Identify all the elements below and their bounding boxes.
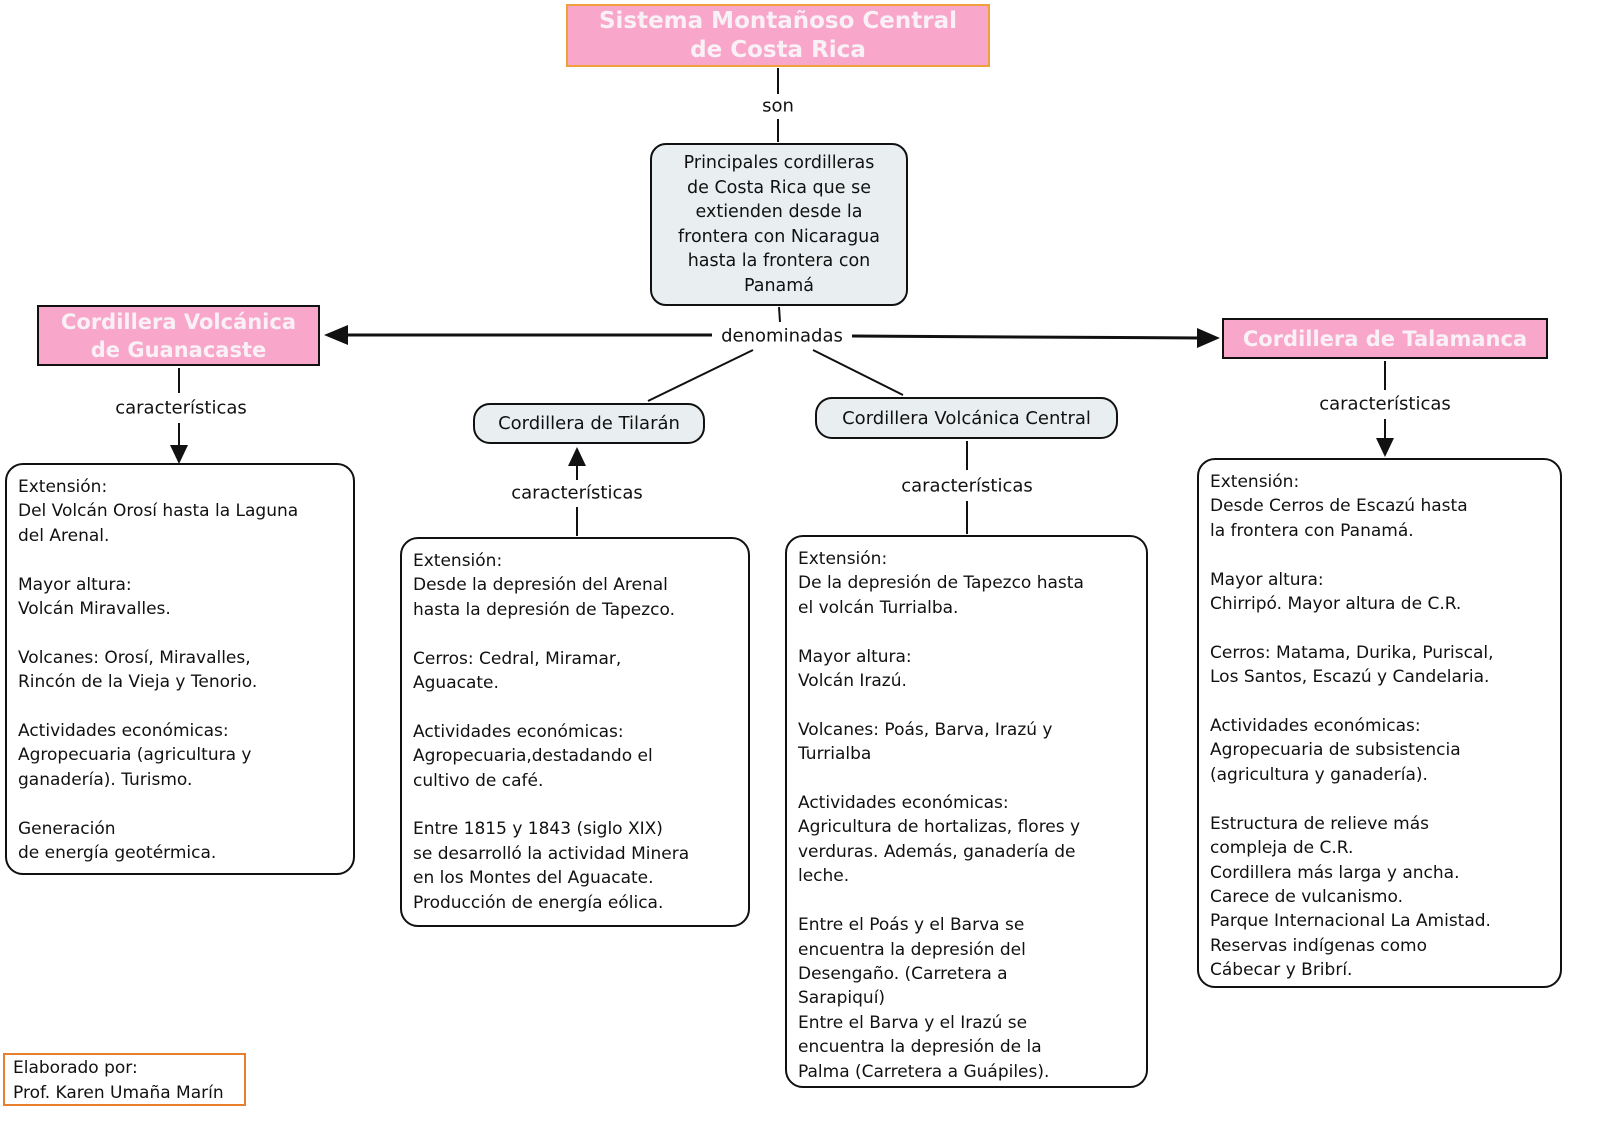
arrowhead-right	[1197, 328, 1220, 348]
credit-box: Elaborado por: Prof. Karen Umaña Marín	[3, 1053, 246, 1106]
arrowhead-tilaran-up	[568, 447, 586, 466]
link-label-son: son	[759, 95, 797, 117]
node-cordillera-talamanca: Cordillera de Talamanca	[1222, 318, 1548, 359]
link-label-caracteristicas-tilaran: características	[508, 482, 646, 504]
line-definition-denominadas	[778, 306, 781, 323]
line-denominadas-tilaran	[647, 349, 754, 402]
node-cordillera-tilaran: Cordillera de Tilarán	[473, 403, 705, 444]
line-denominadas-central	[812, 349, 904, 396]
line-denominadas-talamanca	[851, 334, 1201, 340]
link-label-caracteristicas-central: características	[898, 475, 1036, 497]
detail-guanacaste: Extensión: Del Volcán Orosí hasta la Lag…	[5, 463, 355, 875]
detail-tilaran: Extensión: Desde la depresión del Arenal…	[400, 537, 750, 927]
arrowhead-guanacaste-down	[170, 445, 188, 464]
link-label-denominadas: denominadas	[718, 325, 846, 347]
detail-talamanca: Extensión: Desde Cerros de Escazú hasta …	[1197, 458, 1562, 988]
node-cordillera-central: Cordillera Volcánica Central	[815, 397, 1118, 439]
detail-central: Extensión: De la depresión de Tapezco ha…	[785, 535, 1148, 1088]
link-label-caracteristicas-talamanca: características	[1316, 393, 1454, 415]
arrowhead-left	[324, 325, 348, 345]
root-title-node: Sistema Montañoso Central de Costa Rica	[566, 4, 990, 67]
definition-node: Principales cordilleras de Costa Rica qu…	[650, 143, 908, 306]
link-label-caracteristicas-guanacaste: características	[112, 397, 250, 419]
node-cordillera-guanacaste: Cordillera Volcánica de Guanacaste	[37, 305, 320, 366]
arrowhead-talamanca-down	[1376, 438, 1394, 457]
